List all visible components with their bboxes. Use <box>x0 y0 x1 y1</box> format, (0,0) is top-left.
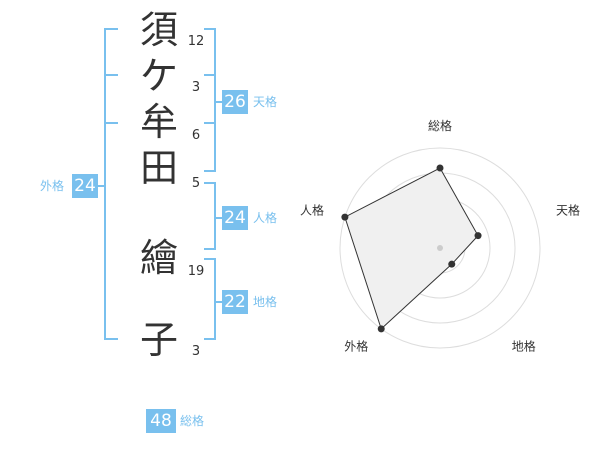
gaikaku-value-badge: 24 <box>72 174 98 198</box>
radar-point-1 <box>436 164 444 172</box>
jinkaku-connector <box>216 217 222 219</box>
gaikaku-connector <box>96 185 104 187</box>
stroke-count-4: 5 <box>191 176 201 191</box>
radar-point-5 <box>341 213 349 221</box>
gaikaku-bracket-tick <box>104 74 118 76</box>
radar-axis-label-1: 総格 <box>428 118 452 133</box>
gaikaku-label: 外格 <box>40 179 65 193</box>
soukaku-label: 総格 <box>180 414 205 428</box>
stroke-count-1: 12 <box>187 34 205 49</box>
name-char-4: 田 <box>139 146 178 190</box>
tenkaku-bracket-tick <box>204 122 216 124</box>
soukaku-value-badge: 48 <box>146 409 176 433</box>
jinkaku-label: 人格 <box>253 211 278 225</box>
chikaku-connector <box>216 301 222 303</box>
radar-center-dot <box>437 245 443 251</box>
jinkaku-value-badge: 24 <box>222 206 248 230</box>
radar-axis-label-2: 天格 <box>556 202 580 217</box>
tenkaku-bracket-tick <box>204 74 216 76</box>
chikaku-bracket <box>204 258 216 340</box>
name-char-3: 牟 <box>139 100 178 144</box>
stroke-count-2: 3 <box>191 80 201 95</box>
tenkaku-label: 天格 <box>253 95 278 109</box>
radar-point-4 <box>377 325 385 333</box>
radar-axis-label-5: 人格 <box>300 202 324 217</box>
tenkaku-connector <box>216 101 222 103</box>
gaikaku-bracket-tick <box>104 122 118 124</box>
chikaku-value-badge: 22 <box>222 290 248 314</box>
radar-axis-label-4: 外格 <box>344 339 368 354</box>
tenkaku-value-badge: 26 <box>222 90 248 114</box>
name-char-6: 子 <box>139 318 178 362</box>
radar-point-2 <box>474 232 482 240</box>
name-char-2: ケ <box>139 54 178 98</box>
name-char-5: 繪 <box>139 236 178 280</box>
stroke-count-3: 6 <box>191 128 201 143</box>
radar-points <box>341 164 482 333</box>
radar-point-3 <box>448 260 456 268</box>
radar-ring <box>339 147 541 349</box>
radar-data-area <box>344 167 479 330</box>
stroke-count-5: 19 <box>187 264 205 279</box>
gaikaku-bracket <box>104 28 118 340</box>
stroke-count-6: 3 <box>191 344 201 359</box>
radar-axis-label-3: 地格 <box>512 339 536 354</box>
name-char-1: 須 <box>139 8 178 52</box>
tenkaku-bracket <box>204 28 216 172</box>
chikaku-label: 地格 <box>253 295 278 309</box>
jinkaku-bracket <box>204 182 216 250</box>
